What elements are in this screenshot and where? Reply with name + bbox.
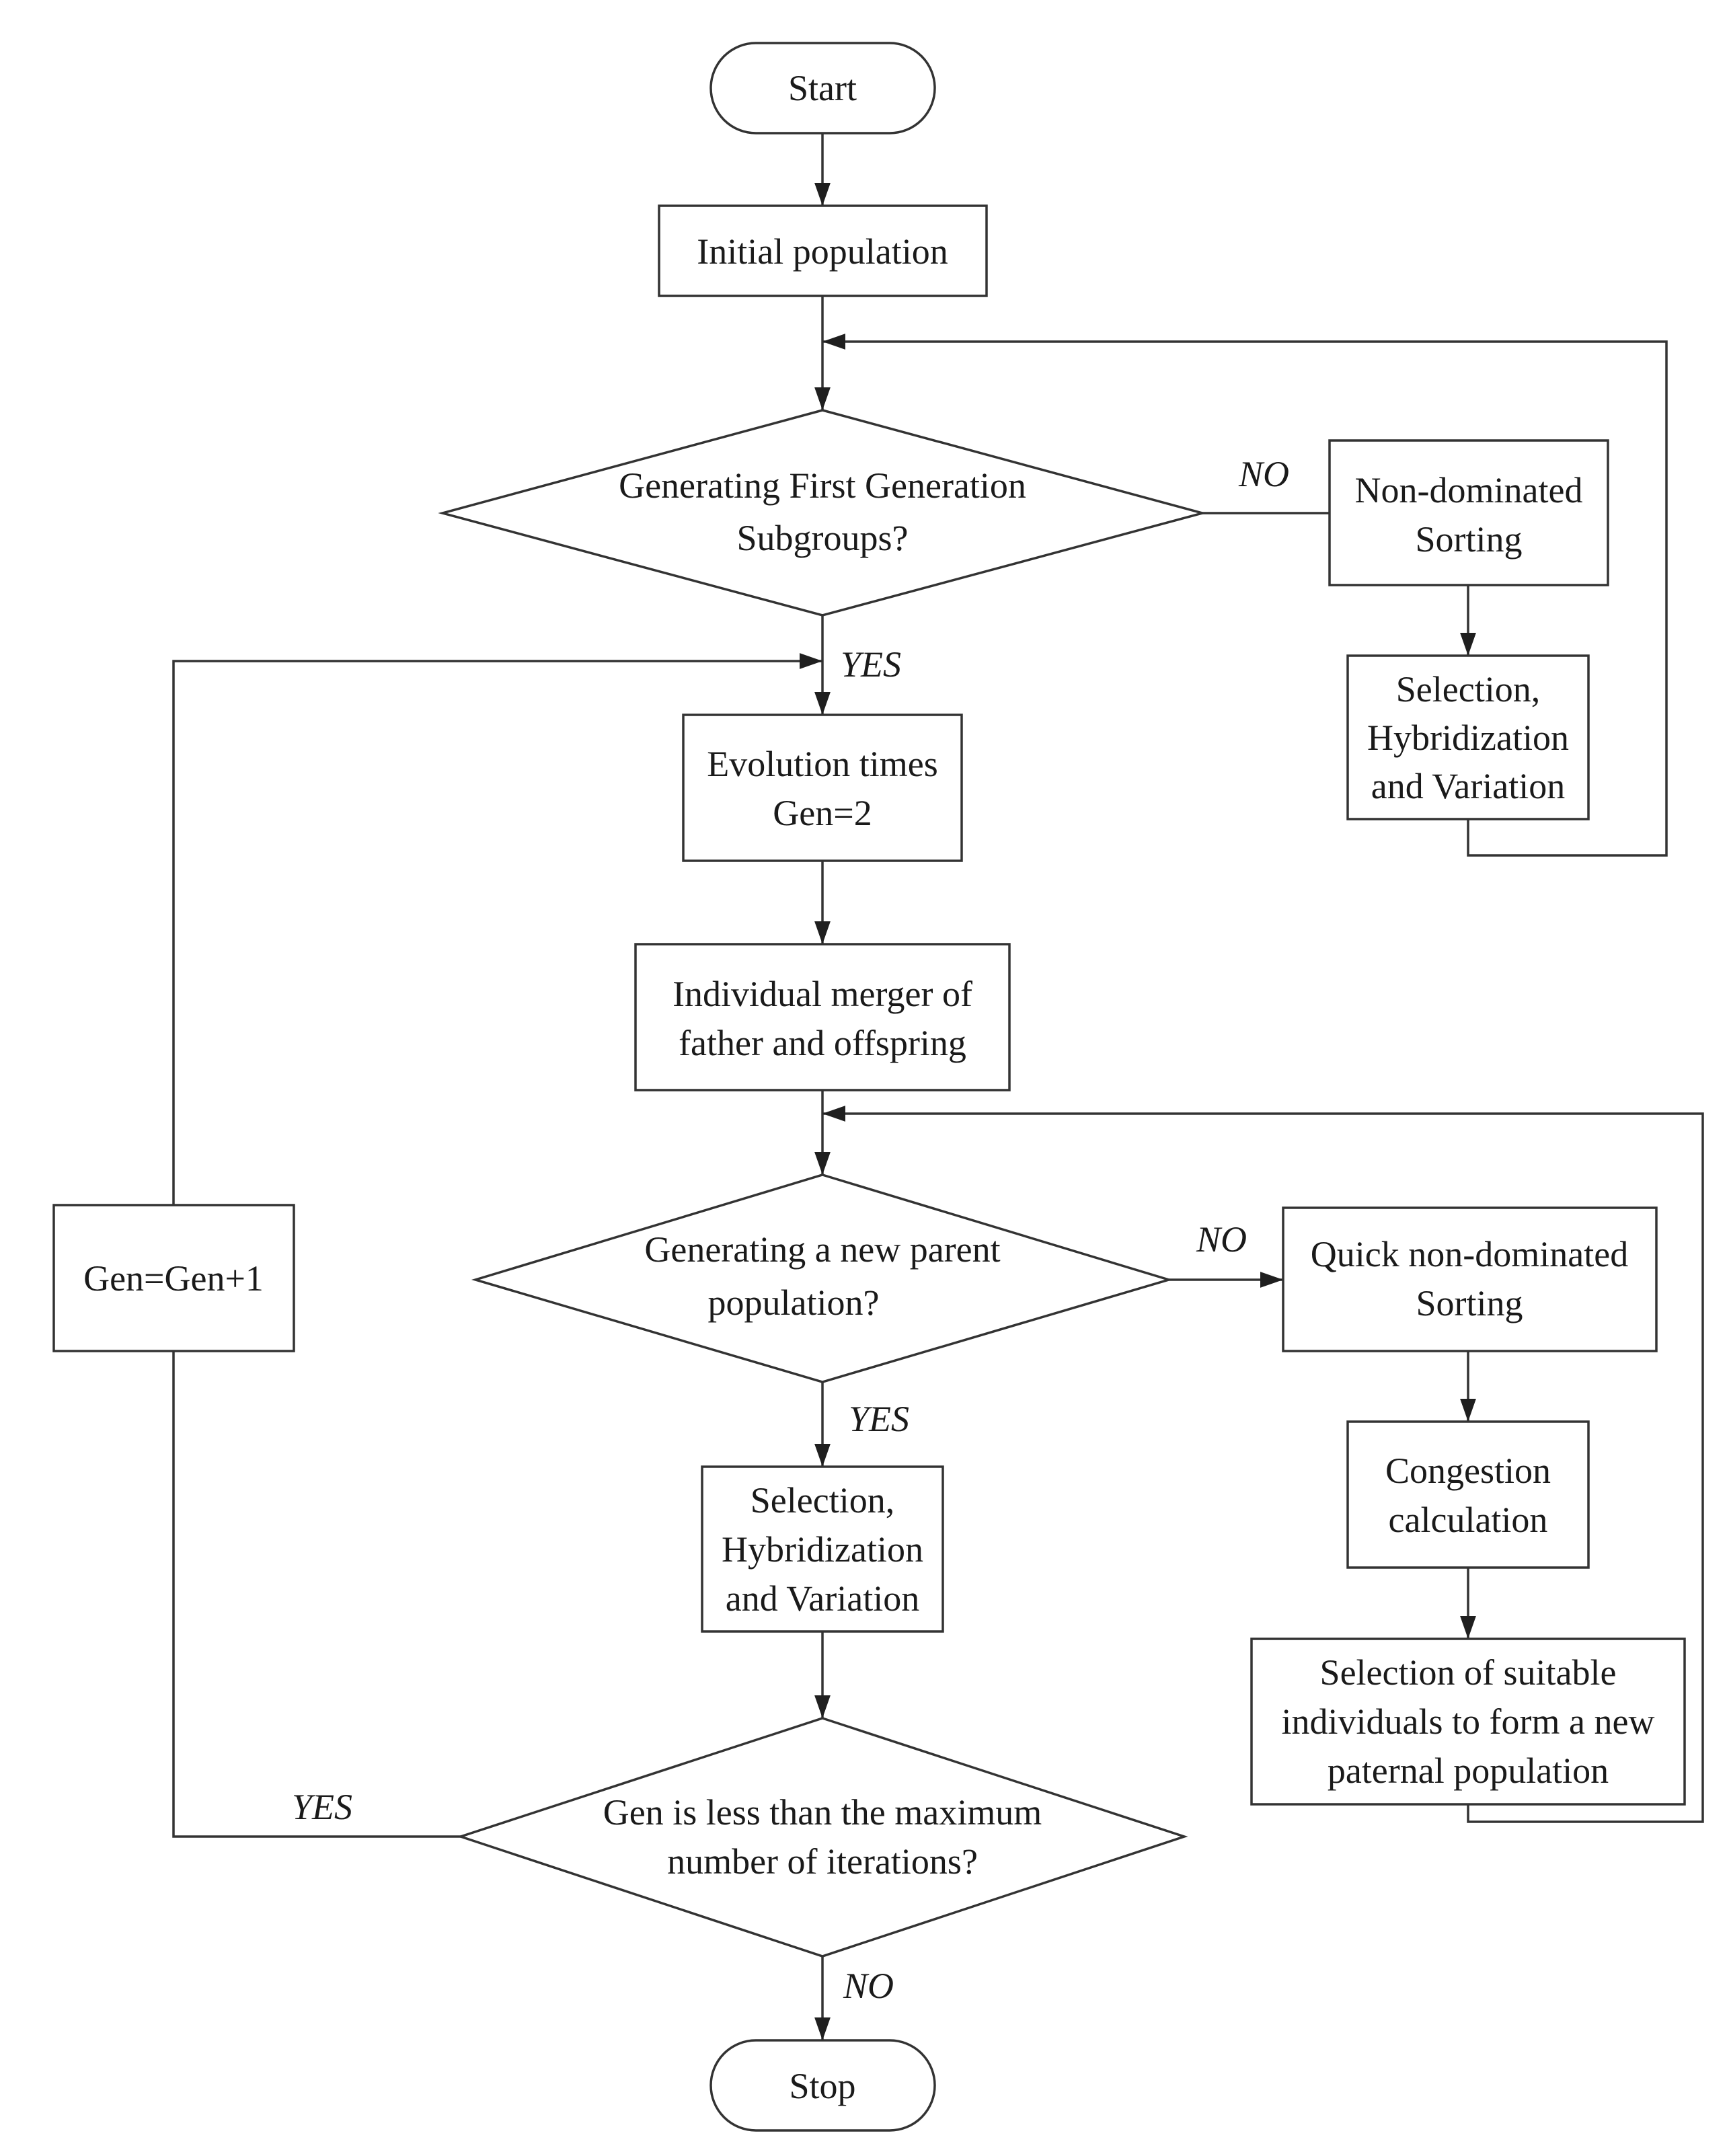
- evolution-times-box: Evolution times Gen=2: [682, 714, 963, 862]
- decision-first-generation-line1: Generating First Generation: [619, 465, 1026, 506]
- decision-max-iterations: Gen is less than the maximum number of i…: [457, 1717, 1188, 1958]
- individual-merger-line2: father and offspring: [679, 1023, 966, 1063]
- start-terminal: Start: [709, 42, 936, 134]
- individual-merger-line1: Individual merger of: [673, 974, 972, 1014]
- decision-first-generation-line2: Subgroups?: [737, 518, 909, 558]
- stop-label: Stop: [789, 2066, 855, 2106]
- initial-population-box: Initial population: [658, 204, 988, 297]
- quick-sorting-line2: Sorting: [1416, 1283, 1523, 1323]
- edge-label-no-max-iterations: NO: [843, 1966, 894, 2006]
- individual-merger-box: Individual merger of father and offsprin…: [634, 943, 1011, 1091]
- selection-top-box: Selection, Hybridization and Variation: [1346, 654, 1590, 820]
- decision-new-parent-line2: population?: [708, 1282, 880, 1323]
- selection-bottom-line1: Selection,: [751, 1480, 894, 1520]
- congestion-line2: calculation: [1389, 1500, 1548, 1540]
- start-label: Start: [788, 68, 857, 108]
- edge-label-yes-max-iterations: YES: [292, 1787, 352, 1827]
- initial-population-label: Initial population: [697, 231, 948, 272]
- loop-selection-top-to-decision1: [822, 334, 1668, 857]
- selection-bottom-line2: Hybridization: [722, 1529, 923, 1570]
- non-dominated-sorting-line2: Sorting: [1415, 519, 1522, 560]
- congestion-line1: Congestion: [1385, 1451, 1551, 1491]
- decision-max-iterations-line2: number of iterations?: [667, 1841, 978, 1882]
- edge-label-yes-first-generation: YES: [841, 644, 901, 685]
- quick-sorting-box: Quick non-dominated Sorting: [1282, 1206, 1658, 1352]
- line-decision3-to-gen-increment: [172, 1351, 461, 1838]
- selection-bottom-line3: and Variation: [726, 1578, 919, 1619]
- selection-suitable-line1: Selection of suitable: [1320, 1652, 1617, 1693]
- gen-increment-box: Gen=Gen+1: [52, 1204, 295, 1352]
- congestion-box: Congestion calculation: [1346, 1420, 1590, 1569]
- stop-terminal: Stop: [709, 2039, 936, 2132]
- decision-max-iterations-line1: Gen is less than the maximum: [603, 1792, 1042, 1833]
- non-dominated-sorting-box: Non-dominated Sorting: [1328, 439, 1609, 586]
- quick-sorting-line1: Quick non-dominated: [1311, 1234, 1628, 1274]
- selection-suitable-line3: paternal population: [1328, 1750, 1609, 1791]
- non-dominated-sorting-line1: Non-dominated: [1355, 470, 1583, 510]
- selection-suitable-box: Selection of suitable individuals to for…: [1250, 1638, 1686, 1806]
- selection-top-line1: Selection,: [1396, 669, 1540, 709]
- selection-top-line3: and Variation: [1371, 766, 1565, 806]
- loop-suitable-to-decision2: [822, 1106, 1704, 1823]
- edge-label-no-first-generation: NO: [1238, 454, 1289, 494]
- decision-new-parent-line1: Generating a new parent: [644, 1229, 1000, 1270]
- connectors: [172, 133, 1704, 2040]
- decision-first-generation: Generating First Generation Subgroups?: [438, 409, 1207, 617]
- selection-bottom-box: Selection, Hybridization and Variation: [701, 1465, 944, 1633]
- decision-new-parent: Generating a new parent population?: [471, 1173, 1174, 1383]
- evolution-times-line2: Gen=2: [773, 793, 872, 833]
- edge-label-yes-new-parent: YES: [849, 1399, 909, 1439]
- edge-label-no-new-parent: NO: [1196, 1219, 1247, 1260]
- selection-suitable-line2: individuals to form a new: [1282, 1701, 1655, 1742]
- evolution-times-line1: Evolution times: [707, 744, 938, 784]
- loop-gen-increment-to-evolution: [172, 653, 822, 1205]
- selection-top-line2: Hybridization: [1367, 718, 1569, 758]
- gen-increment-label: Gen=Gen+1: [83, 1258, 264, 1299]
